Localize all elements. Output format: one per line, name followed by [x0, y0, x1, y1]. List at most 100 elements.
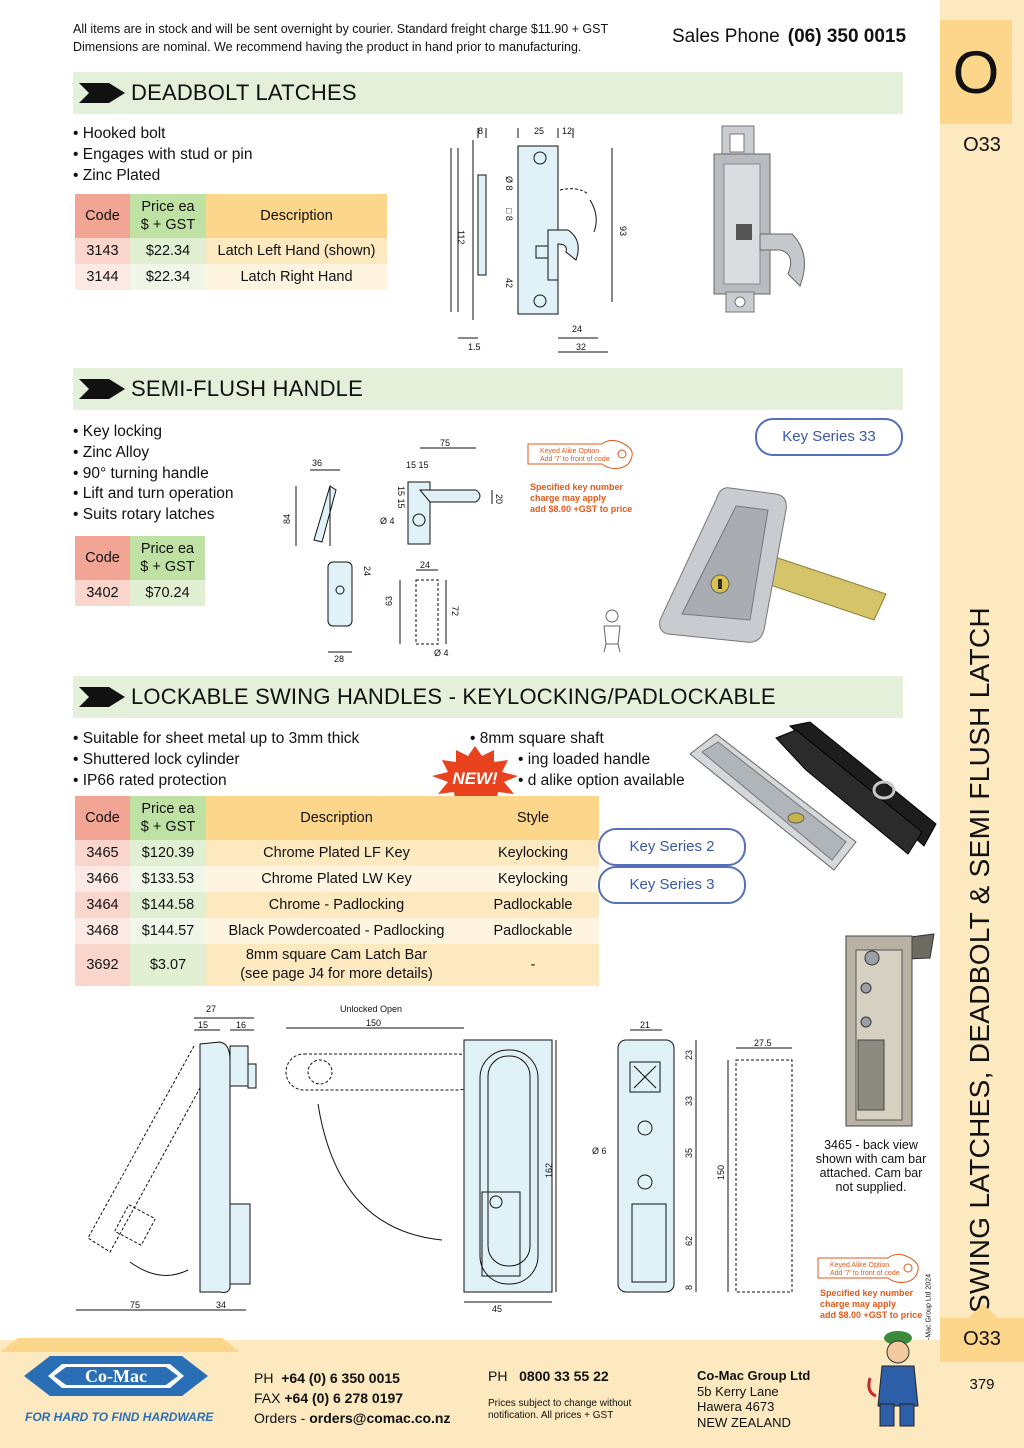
dim-label: Ø 6	[592, 1146, 607, 1156]
semiflush-handle-photo	[659, 487, 887, 643]
swing-back-view-photo	[845, 933, 935, 1127]
section-letter: O	[952, 39, 1000, 106]
dim-label: 63	[384, 596, 394, 606]
table-row: 3466 $133.53 Chrome Plated LW Key Keyloc…	[75, 866, 599, 892]
dim-label: Ø 8	[504, 176, 514, 191]
contact-block: PH +64 (0) 6 350 0015 FAX +64 (0) 6 278 …	[254, 1370, 451, 1426]
dim-label: 15	[198, 1020, 208, 1030]
swing-features-left: Suitable for sheet metal up to 3mm thick…	[73, 729, 360, 791]
key-tag-icon: Keyed Alike Option Add '7' to front of c…	[817, 1253, 919, 1283]
specified-key-note: Specified key number charge may apply ad…	[820, 1288, 923, 1320]
semiflush-section-header: SEMI-FLUSH HANDLE	[73, 368, 903, 410]
swing-section-header: LOCKABLE SWING HANDLES - KEYLOCKING/PADL…	[73, 676, 903, 718]
dim-label: 150	[716, 1165, 726, 1180]
dim-label: □ 8	[504, 208, 514, 221]
table-row: 3692 $3.07 8mm square Cam Latch Bar(see …	[75, 944, 599, 986]
swing-technical-drawing: 27 15 16 75 34 Unlocked Open 150 162 45 …	[76, 1004, 793, 1314]
deadbolt-price-table: Code Price ea$ + GST Description 3143 $2…	[75, 194, 387, 290]
arrow-icon	[79, 83, 125, 103]
key-series-2-button[interactable]: Key Series 2	[598, 828, 746, 866]
section-code-bottom: O33	[963, 1328, 1001, 1350]
dim-label: 75	[130, 1300, 140, 1310]
dim-label: 12	[562, 126, 572, 136]
dim-label: Ø 4	[434, 648, 449, 658]
table-header: Code Price ea$ + GST	[75, 536, 205, 580]
table-row: 3402 $70.24	[75, 580, 205, 606]
svg-text:Add '7' to front of code: Add '7' to front of code	[540, 456, 610, 463]
key-series-33-button[interactable]: Key Series 33	[755, 418, 903, 456]
table-header: Code Price ea$ + GST Description	[75, 194, 387, 238]
back-view-caption: 3465 - back view shown with cam bar atta…	[815, 1138, 927, 1194]
dim-label: 75	[440, 438, 450, 448]
semiflush-technical-drawing: 36 84 75 15 15 20 15 15 Ø 4 24 24 63 72 …	[282, 438, 504, 664]
freephone: PH 0800 33 55 22	[488, 1368, 609, 1384]
dim-label: 72	[450, 606, 460, 616]
footer-tab-edge	[0, 1338, 240, 1352]
dim-label: 27	[206, 1004, 216, 1014]
dim-label: Ø 4	[380, 516, 395, 526]
dim-label: Unlocked Open	[340, 1004, 402, 1014]
dim-label: 162	[544, 1163, 554, 1178]
dim-label: 24	[572, 324, 582, 334]
arrow-icon	[79, 687, 125, 707]
dim-label: 25	[534, 126, 544, 136]
company-address: Co-Mac Group Ltd 5b Kerry Lane Hawera 46…	[697, 1368, 811, 1430]
section-code-top: O33	[963, 134, 1001, 156]
dim-label: 20	[494, 494, 504, 504]
dim-label: 28	[334, 654, 344, 664]
deadbolt-section-header: DEADBOLT LATCHES	[73, 72, 903, 114]
specified-key-note: Specified key number charge may apply ad…	[530, 482, 633, 514]
dim-label: 23	[684, 1050, 694, 1060]
dim-label: 8	[478, 126, 483, 136]
deadbolt-latch-photo	[713, 125, 805, 313]
dim-label: 62	[684, 1236, 694, 1246]
table-row: 3143 $22.34 Latch Left Hand (shown)	[75, 238, 387, 264]
dim-label: 1.5	[468, 342, 481, 352]
swing-handle-photo	[689, 721, 937, 871]
semiflush-price-table: Code Price ea$ + GST 3402 $70.24	[75, 536, 205, 606]
table-row: 3464 $144.58 Chrome - Padlocking Padlock…	[75, 892, 599, 918]
arrow-icon	[79, 379, 125, 399]
dim-label: 24	[362, 566, 372, 576]
table-row: 3144 $22.34 Latch Right Hand	[75, 264, 387, 290]
price-disclaimer: Prices subject to change without notific…	[488, 1398, 632, 1421]
dim-label: 34	[216, 1300, 226, 1310]
tab-pointer-icon	[966, 1304, 1000, 1320]
section-title: DEADBOLT LATCHES	[131, 80, 357, 105]
dim-label: 35	[684, 1148, 694, 1158]
table-row: 3465 $120.39 Chrome Plated LF Key Keyloc…	[75, 840, 599, 866]
dim-label: 84	[282, 514, 292, 524]
dim-label: 112	[456, 230, 466, 244]
dim-label: 150	[366, 1018, 381, 1028]
svg-text:Co-Mac: Co-Mac	[85, 1366, 147, 1386]
tagline: FOR HARD TO FIND HARDWARE	[25, 1410, 214, 1424]
dim-label: 15 15	[396, 486, 406, 509]
dim-label: 24	[420, 560, 430, 570]
table-header: Code Price ea$ + GST Description Style	[75, 796, 599, 840]
svg-text:NEW!: NEW!	[452, 769, 498, 788]
sidebar-code-tab	[940, 1318, 1024, 1362]
swing-features-right: 8mm square shaft ing loaded handle d ali…	[470, 729, 690, 791]
swing-price-table: Code Price ea$ + GST Description Style 3…	[75, 796, 599, 986]
comac-logo: Co-Mac	[24, 1356, 208, 1396]
dim-label: 8	[684, 1285, 694, 1290]
vertical-section-title: SWING LATCHES, DEADBOLT & SEMI FLUSH LAT…	[964, 607, 995, 1313]
key-series-3-button[interactable]: Key Series 3	[598, 866, 746, 904]
orders-email-link[interactable]: orders@comac.co.nz	[309, 1410, 451, 1426]
mascot-icon	[603, 609, 621, 653]
deadbolt-features: Hooked bolt Engages with stud or pin Zin…	[73, 124, 253, 186]
key-tag-icon: Keyed Alike Option Add '7' to front of c…	[527, 439, 633, 469]
dim-label: 45	[492, 1304, 502, 1314]
dim-label: 21	[640, 1020, 650, 1030]
sales-phone: Sales Phone(06) 350 0015	[672, 26, 907, 47]
section-title: SEMI-FLUSH HANDLE	[131, 376, 363, 401]
dim-label: 32	[576, 342, 586, 352]
dim-label: 16	[236, 1020, 246, 1030]
table-row: 3468 $144.57 Black Powdercoated - Padloc…	[75, 918, 599, 944]
shipping-notice: All items are in stock and will be sent …	[73, 22, 609, 54]
dim-label: 15 15	[406, 460, 429, 470]
dim-label: 27.5	[754, 1038, 772, 1048]
sidebar	[940, 0, 1024, 1448]
new-badge: NEW!	[432, 746, 518, 806]
deadbolt-technical-drawing: 8 25 12 112 Ø 8 □ 8 42 93 24 1.5 32	[450, 126, 628, 353]
